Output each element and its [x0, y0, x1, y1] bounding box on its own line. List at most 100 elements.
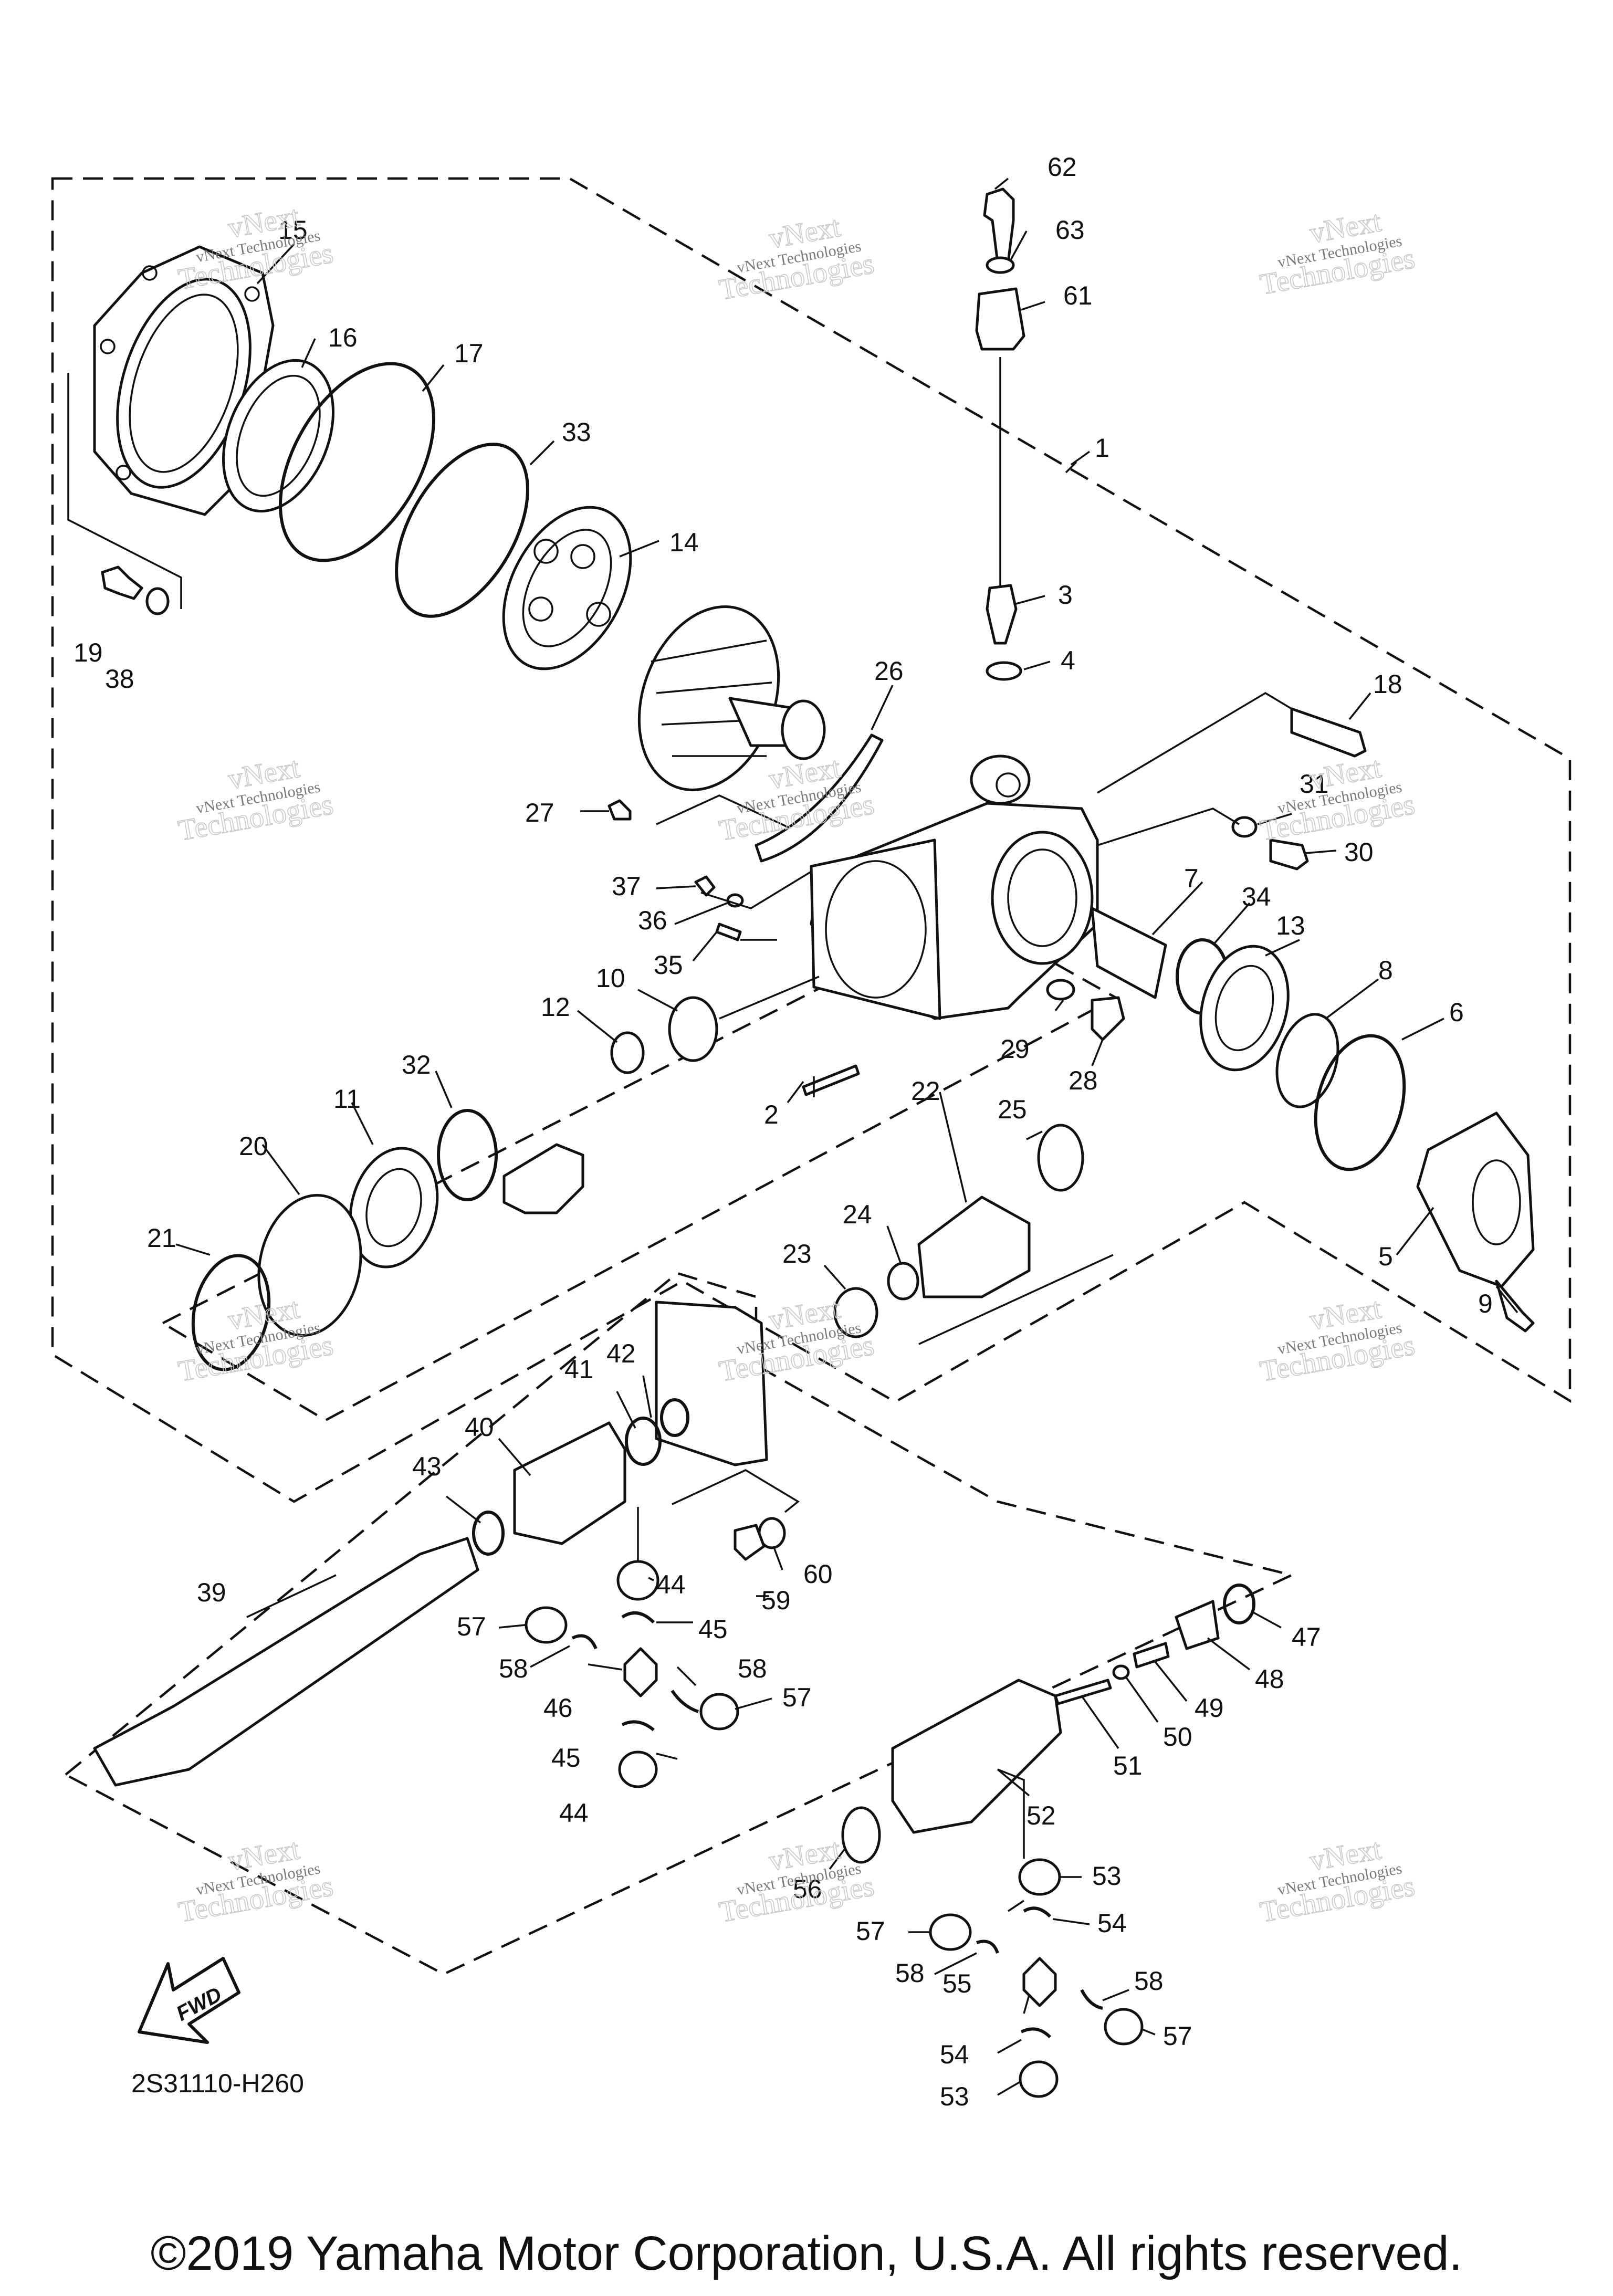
bolt-part-62: [983, 187, 1015, 264]
callout-58d: 58: [1134, 1966, 1164, 1996]
callout-45b: 45: [551, 1743, 581, 1773]
callout-47: 47: [1292, 1622, 1321, 1652]
callout-22: 22: [911, 1076, 940, 1106]
callout-45a: 45: [698, 1614, 728, 1644]
leader-lines: [67, 177, 1518, 2096]
part-shapes: [93, 187, 1535, 2098]
callout-50: 50: [1163, 1722, 1192, 1752]
callout-42: 42: [606, 1339, 636, 1368]
callout-61: 61: [1063, 281, 1093, 310]
bolt-part-30: [1269, 838, 1309, 871]
bearing-cup-part-57c: [929, 1913, 972, 1951]
watermark: vNext Technologies vNext Technologies: [1257, 205, 1418, 301]
yoke-part-22: [917, 1196, 1031, 1298]
callout-46: 46: [543, 1693, 573, 1723]
callout-58c: 58: [895, 1958, 925, 1988]
callout-63: 63: [1055, 215, 1085, 245]
callout-10: 10: [596, 963, 625, 993]
circlip-part-45b: [621, 1720, 655, 1732]
callout-6: 6: [1449, 998, 1464, 1027]
callout-5: 5: [1378, 1242, 1393, 1271]
bolt-part-27: [608, 799, 632, 821]
callout-44a: 44: [656, 1570, 686, 1599]
callout-33: 33: [562, 417, 591, 447]
nut-part-31: [1231, 816, 1258, 838]
watermark: vNext Technologies vNext Technologies: [175, 200, 336, 296]
callout-labels: 1 2 3 4 5 6 7 8 9 10 11 12 13 14 15 16 1…: [74, 152, 1493, 2111]
callout-18: 18: [1373, 669, 1402, 699]
callout-25: 25: [998, 1095, 1027, 1124]
callout-32: 32: [402, 1050, 431, 1079]
callout-39: 39: [197, 1578, 226, 1607]
copyright-notice: ©2019 Yamaha Motor Corporation, U.S.A. A…: [150, 2227, 1463, 2280]
callout-9: 9: [1478, 1289, 1493, 1318]
o-ring-part-32: [437, 1109, 498, 1201]
watermark: vNext Technologies vNext Technologies: [1257, 1832, 1418, 1929]
bearing-retainer-part: [257, 1193, 362, 1337]
circlip-part-42: [660, 1398, 689, 1437]
flange-part: [1416, 1112, 1535, 1288]
callout-57c: 57: [856, 1916, 885, 1946]
callout-19: 19: [74, 638, 103, 667]
callout-36: 36: [638, 906, 667, 935]
callout-37: 37: [612, 872, 641, 901]
bolt-part-18: [1290, 707, 1367, 758]
watermark: vNext Technologies vNext Technologies: [1257, 1292, 1418, 1388]
o-ring-large-part: [279, 362, 435, 562]
callout-60: 60: [803, 1559, 833, 1589]
bearing-cup-part-53b: [1019, 2060, 1059, 2098]
callout-38: 38: [105, 664, 134, 694]
circlip-part-58d: [1080, 1989, 1103, 2010]
bearing-part-11: [349, 1147, 439, 1268]
bearing-cup-part-53a: [1018, 1858, 1061, 1896]
callout-58a: 58: [499, 1654, 528, 1683]
callout-56: 56: [793, 1874, 822, 1904]
watermark: vNext Technologies vNext Technologies: [716, 210, 877, 307]
circlip-part-21: [191, 1254, 271, 1371]
circlip-part-43: [472, 1511, 505, 1556]
callout-15: 15: [278, 215, 308, 245]
fwd-direction-arrow: FWD: [138, 1957, 240, 2044]
nut-part-59: [734, 1524, 766, 1561]
washer-part-63: [986, 256, 1015, 274]
plug-part-28: [1091, 996, 1125, 1041]
callout-44b: 44: [559, 1798, 589, 1828]
collar-part-12: [610, 1031, 645, 1074]
callout-17: 17: [454, 339, 484, 368]
circlip-part-54b: [1020, 2027, 1052, 2039]
callout-13: 13: [1276, 911, 1305, 940]
callout-7: 7: [1184, 864, 1199, 893]
seal-part: [222, 359, 334, 513]
callout-34: 34: [1242, 882, 1271, 911]
callout-2: 2: [764, 1100, 779, 1129]
callout-58b: 58: [738, 1654, 767, 1683]
callout-43: 43: [412, 1452, 442, 1481]
circlip-part-54a: [1023, 1906, 1052, 1918]
callout-14: 14: [669, 528, 699, 557]
callout-11: 11: [333, 1084, 361, 1114]
callout-57d: 57: [1163, 2021, 1192, 2051]
bearing-cup-part-44b: [618, 1750, 658, 1788]
bearing-part-13: [1199, 945, 1290, 1072]
callout-26: 26: [874, 656, 904, 686]
callout-40: 40: [465, 1412, 494, 1442]
callout-57a: 57: [457, 1612, 486, 1641]
callout-28: 28: [1069, 1066, 1098, 1095]
cap-part-61: [975, 287, 1025, 351]
drive-shaft-part: [93, 1537, 479, 1787]
watermark: vNext Technologies vNext Technologies: [175, 751, 336, 847]
stud-part: [802, 1064, 860, 1096]
callout-57b: 57: [782, 1683, 812, 1712]
callout-20: 20: [239, 1131, 268, 1161]
bearing-cup-part-57b: [699, 1693, 739, 1731]
bolt-part-9: [1495, 1280, 1535, 1333]
o-ring-part: [395, 443, 529, 618]
bearing-cup-part-57d: [1104, 2008, 1144, 2046]
callout-23: 23: [782, 1239, 812, 1268]
callout-52: 52: [1027, 1801, 1056, 1830]
sleeve-part: [1091, 907, 1167, 999]
callout-24: 24: [843, 1200, 872, 1229]
yoke-part-40: [513, 1421, 626, 1545]
callout-53a: 53: [1092, 1861, 1122, 1891]
